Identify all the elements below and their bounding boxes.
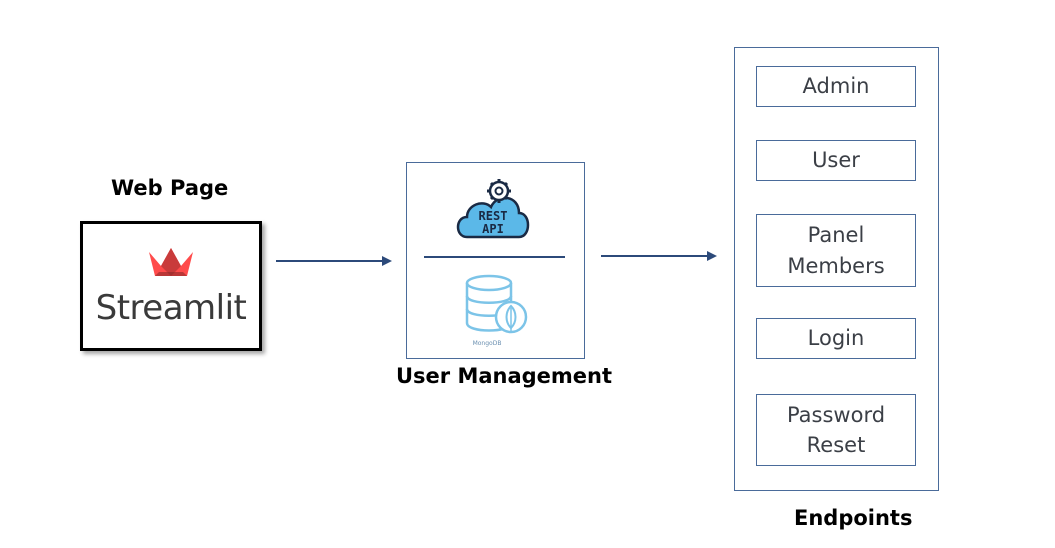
- endpoints-box: Admin User Panel Members Login Password …: [734, 47, 939, 491]
- rest-api-cloud-icon: REST API: [456, 179, 530, 239]
- arrow-usermgmt-to-endpoints: [601, 251, 717, 261]
- mongodb-caption: MongoDB: [473, 340, 502, 347]
- user-management-title: User Management: [396, 364, 613, 388]
- user-management-box: REST API MongoDB: [406, 162, 585, 359]
- usermgmt-divider: [424, 256, 565, 258]
- streamlit-crown-icon: [149, 248, 193, 276]
- mongodb-database-icon: MongoDB: [465, 274, 528, 347]
- arrow-webpage-to-usermgmt: [276, 256, 392, 266]
- api-label: API: [482, 222, 504, 236]
- endpoints-title: Endpoints: [794, 506, 913, 530]
- endpoint-panel-members: Panel Members: [756, 214, 916, 287]
- streamlit-logo-text: Streamlit: [95, 288, 247, 328]
- endpoint-admin: Admin: [756, 66, 916, 107]
- endpoint-password-reset: Password Reset: [756, 394, 916, 466]
- leaf-icon: [505, 304, 517, 331]
- endpoint-user: User: [756, 140, 916, 181]
- gear-icon: [487, 179, 511, 203]
- rest-label: REST: [479, 209, 508, 223]
- endpoint-login: Login: [756, 318, 916, 359]
- streamlit-logo-box: Streamlit: [80, 221, 262, 351]
- webpage-title: Web Page: [111, 176, 229, 200]
